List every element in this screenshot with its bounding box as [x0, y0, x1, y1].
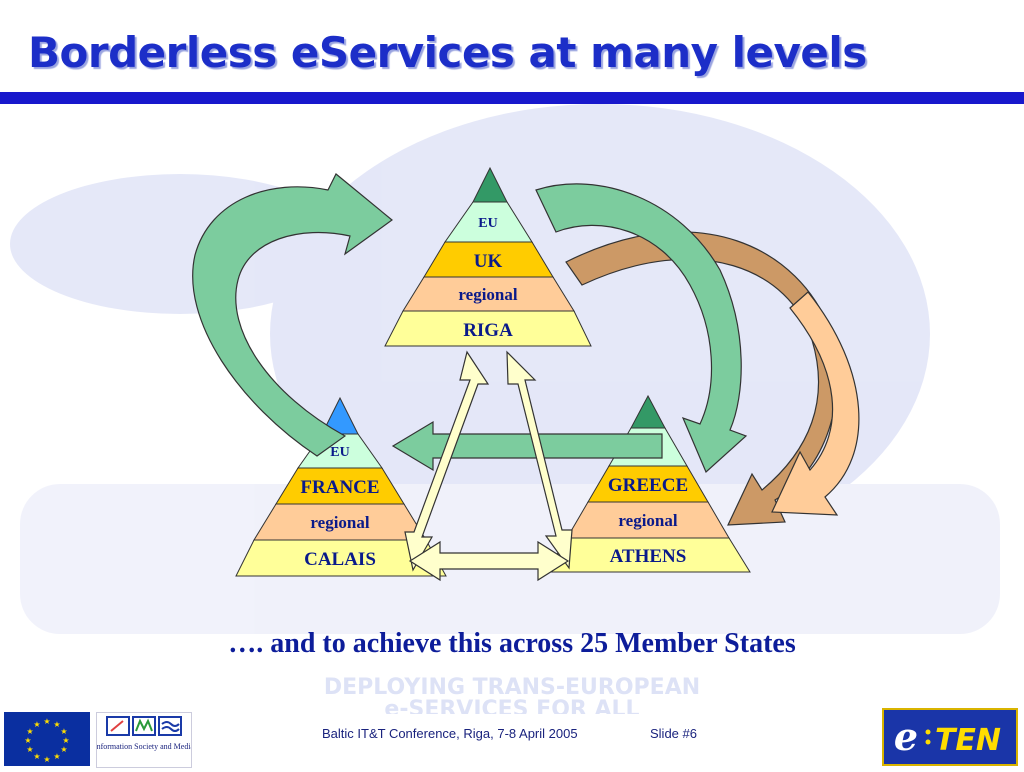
title-divider — [0, 92, 1024, 104]
level-label: CALAIS — [304, 549, 376, 570]
svg-text:★: ★ — [53, 752, 60, 761]
double-arrow-riga-athens — [506, 350, 573, 570]
svg-text:★: ★ — [62, 736, 69, 745]
pyramid-apex — [472, 166, 508, 203]
level-label: EU — [478, 216, 497, 231]
svg-text:★: ★ — [26, 727, 33, 736]
svg-text:★: ★ — [24, 736, 31, 745]
level-label: ATHENS — [610, 546, 687, 567]
curved-arrow-green-left — [192, 173, 393, 457]
svg-text:★: ★ — [26, 745, 33, 754]
svg-text:★: ★ — [43, 755, 50, 764]
info-society-label: Information Society and Media — [97, 742, 191, 751]
level-label: GREECE — [608, 475, 688, 496]
curved-arrow-tan — [565, 231, 838, 526]
slide-title: Borderless eServices at many levels — [28, 28, 867, 77]
slide-number: Slide #6 — [650, 726, 697, 741]
svg-text:★: ★ — [60, 727, 67, 736]
level-city — [235, 539, 447, 577]
watermark-line-2: e-SERVICES FOR ALL — [384, 697, 639, 714]
tagline: …. and to achieve this across 25 Member … — [228, 628, 796, 659]
pyramid-riga: EU UK regional RIGA — [384, 166, 592, 347]
level-label: UK — [474, 251, 503, 272]
curved-arrow-green-right — [535, 183, 748, 474]
double-arrow-calais-athens — [408, 540, 570, 582]
conference-label: Baltic IT&T Conference, Riga, 7-8 April … — [322, 726, 578, 741]
eten-text: TEN — [935, 723, 1001, 758]
level-city — [384, 310, 592, 347]
level-label: EU — [330, 445, 349, 460]
watermark-line-1: DEPLOYING TRANS-EUROPEAN — [324, 675, 700, 700]
svg-text:★: ★ — [33, 720, 40, 729]
information-society-logo: Information Society and Media — [94, 712, 195, 768]
pyramid-calais: EU FRANCE regional CALAIS — [235, 396, 447, 577]
level-label: regional — [458, 285, 517, 304]
curved-arrow-peach — [771, 291, 860, 516]
svg-text:★: ★ — [60, 745, 67, 754]
pyramid-apex — [630, 394, 666, 429]
level-label: regional — [618, 511, 677, 530]
level-label: regional — [310, 513, 369, 532]
level-label: FRANCE — [300, 477, 379, 498]
level-label: RIGA — [463, 320, 513, 341]
eten-e-letter: e — [894, 714, 918, 759]
eu-flag-logo: ★ ★ ★ ★ ★ ★ ★ ★ ★ ★ ★ ★ — [4, 712, 90, 766]
svg-text:★: ★ — [33, 752, 40, 761]
eten-logo: e TEN — [882, 708, 1018, 766]
svg-text:★: ★ — [53, 720, 60, 729]
svg-text:★: ★ — [43, 717, 50, 726]
double-arrow-riga-calais — [404, 350, 490, 572]
